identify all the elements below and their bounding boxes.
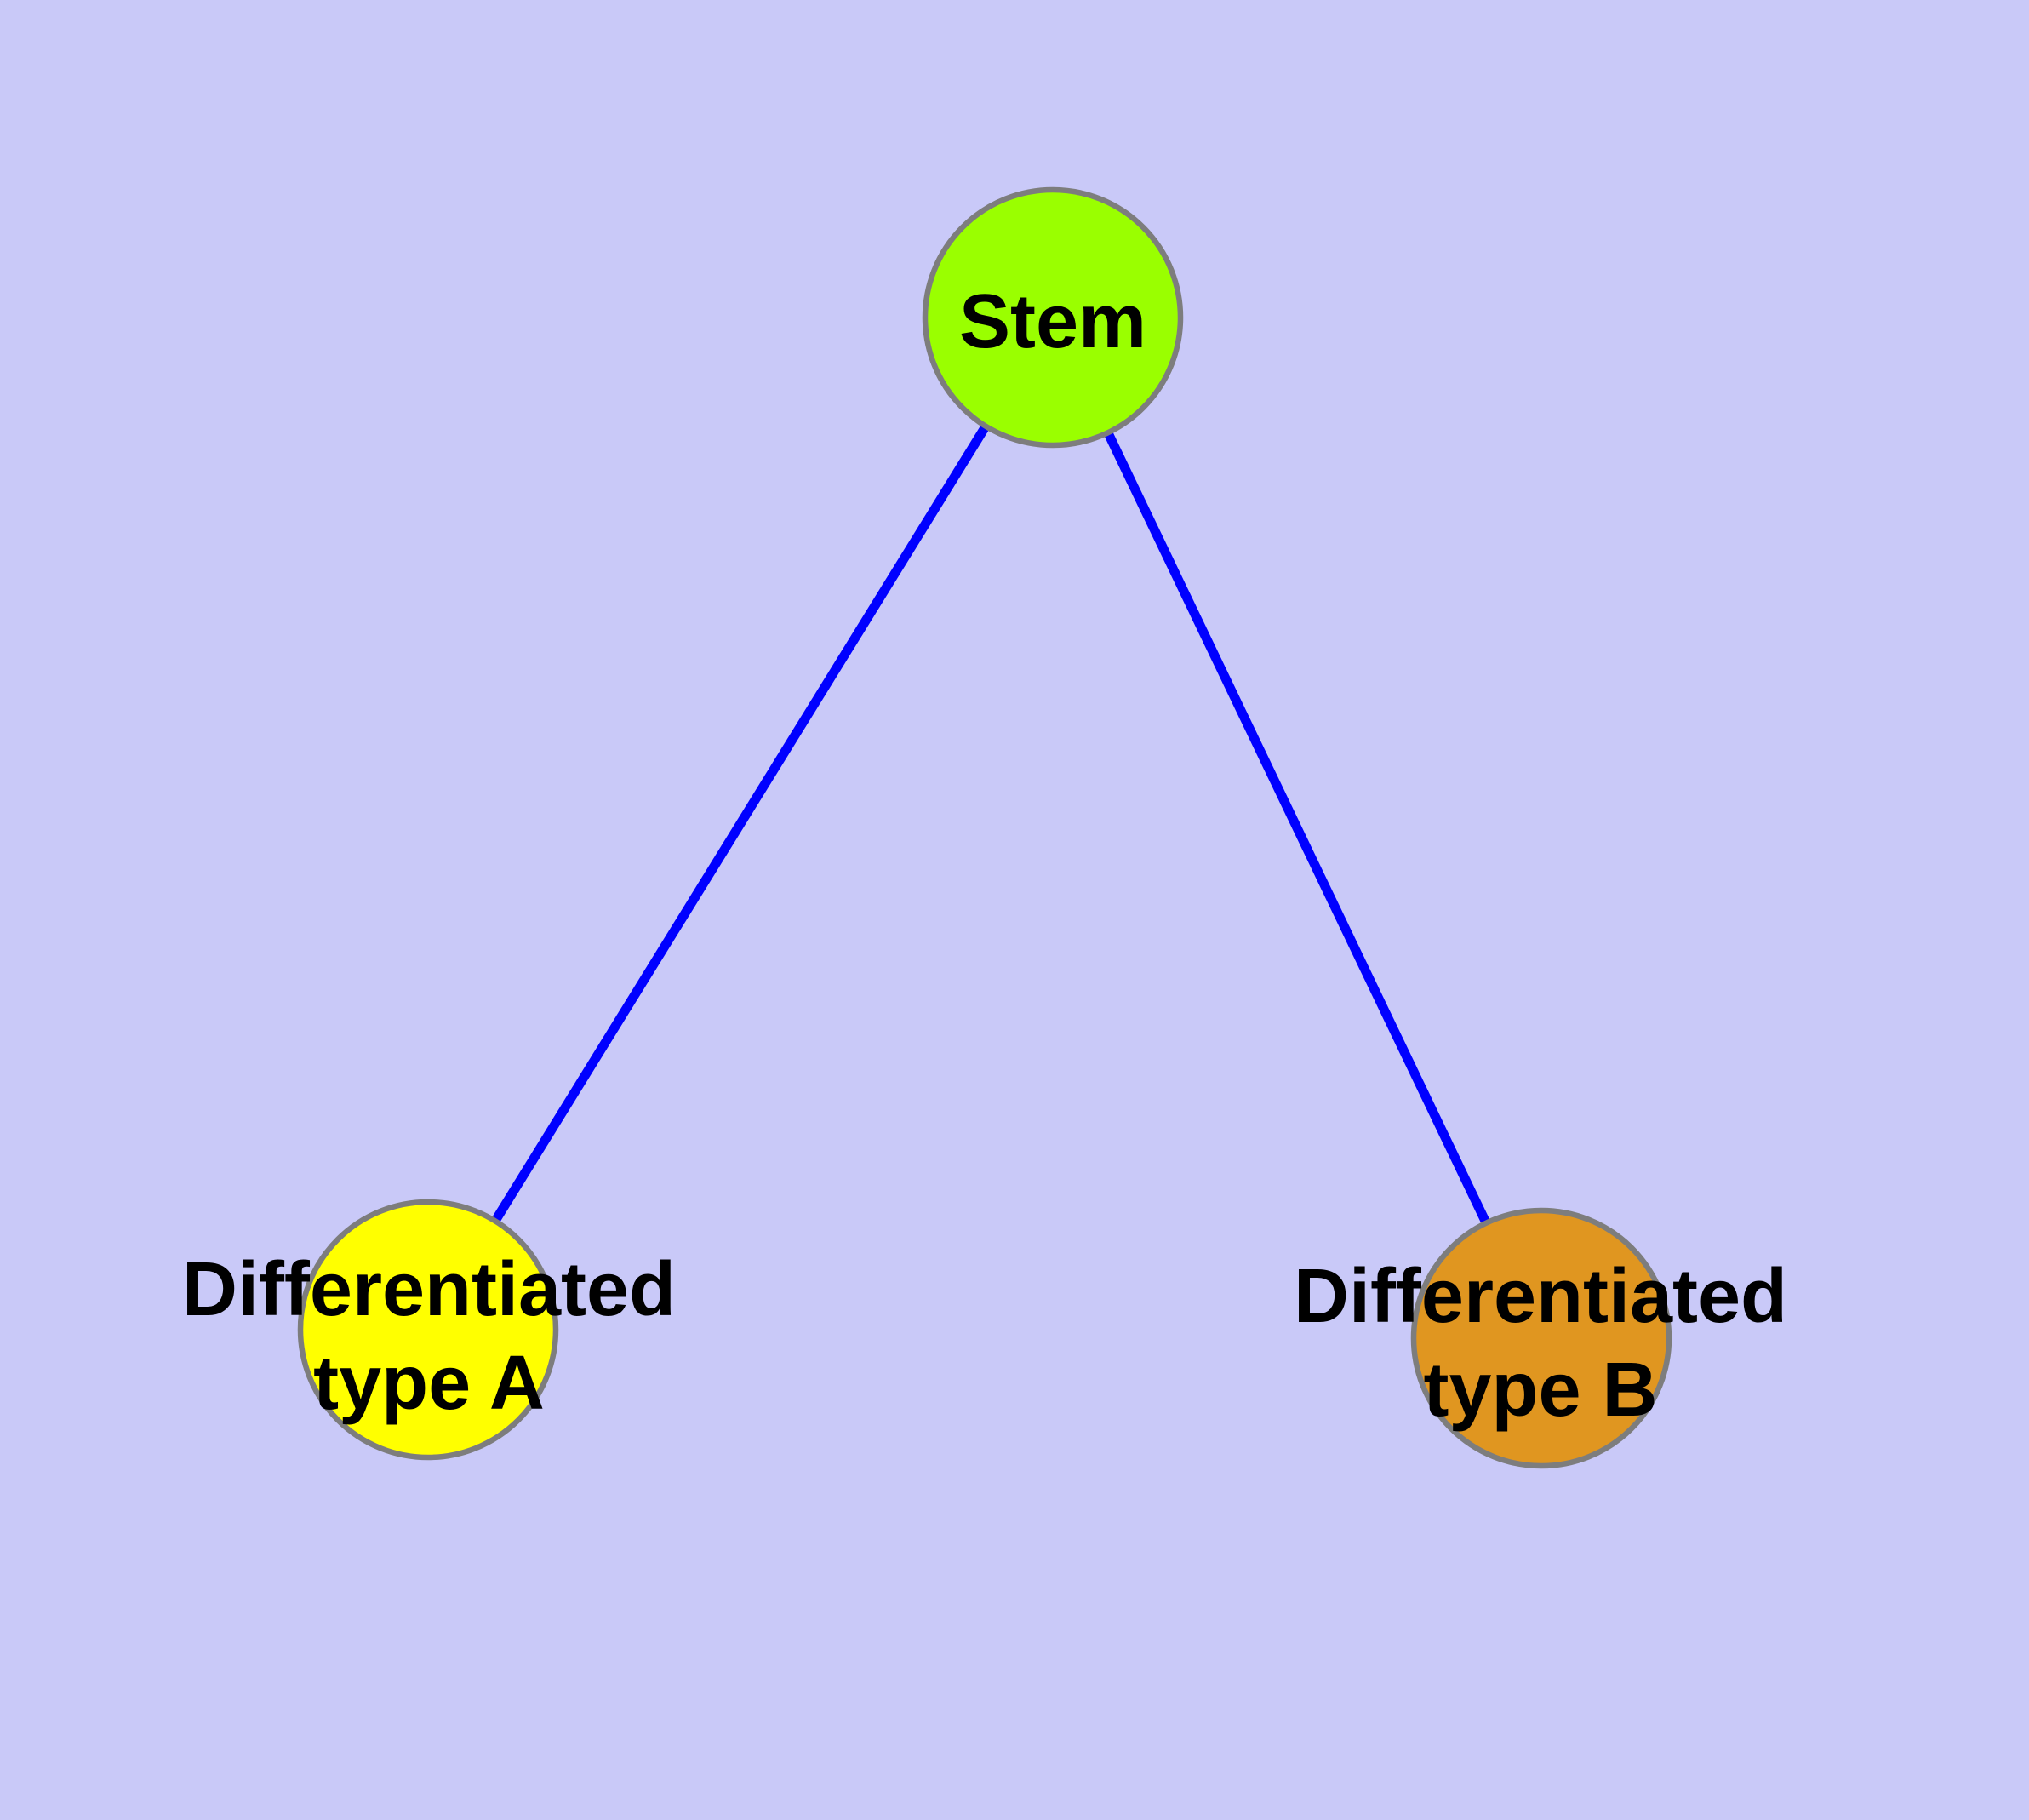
node-type-b-label-line2: type B [1423,1348,1657,1433]
node-type-b-circle [1410,1207,1672,1469]
edge-stem-to-type-a [424,315,1057,1332]
node-type-a-circle [297,1199,559,1461]
node-type-b-label-line1: Differentiated [1294,1254,1787,1339]
node-type-a-label-line2: type A [313,1341,545,1426]
node-stem-label: Stem [959,279,1146,364]
node-type-a-label-line1: Differentiated [182,1247,676,1332]
edge-stem-to-type-b [1049,315,1546,1341]
node-stem-circle [922,186,1184,449]
